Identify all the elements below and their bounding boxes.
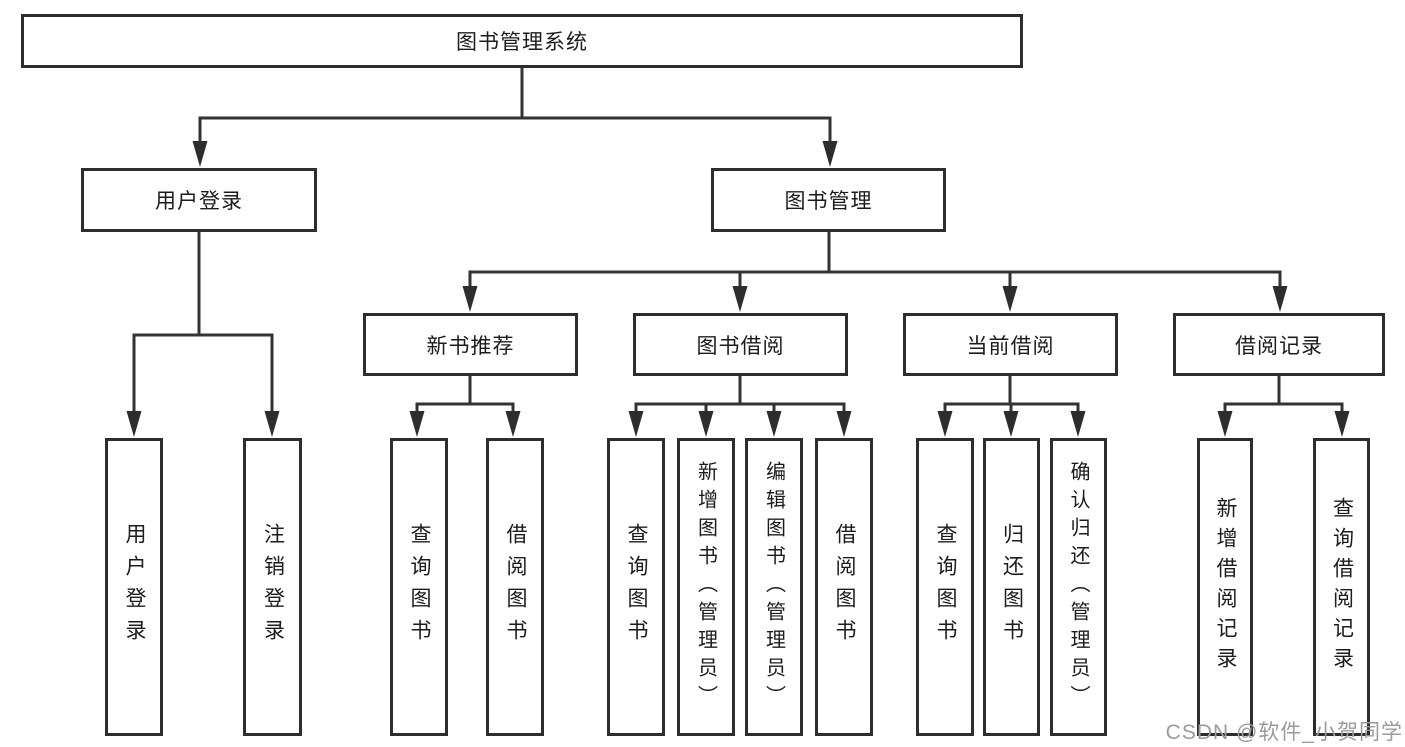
node-new-book-recommend: 新书推荐 (363, 313, 578, 376)
leaf-confirm-return-admin: 确认归还（管理员） (1050, 438, 1107, 736)
leaf-query-books-borrow: 查询图书 (607, 438, 665, 736)
arrowhead (937, 411, 953, 437)
arrowhead (505, 411, 521, 437)
node-book-management: 图书管理 (711, 168, 946, 232)
connector-records-to-leaves (1223, 376, 1344, 414)
watermark: CSDN @软件_小贺同学 (1165, 721, 1403, 744)
arrowhead (462, 286, 478, 312)
arrowhead (1070, 411, 1086, 437)
leaf-borrow-books: 借阅图书 (815, 438, 873, 736)
leaf-logout: 注销登录 (243, 438, 302, 736)
connector-root-to-level2 (198, 68, 832, 143)
arrowhead (1217, 411, 1233, 437)
leaf-user-login: 用户登录 (105, 438, 163, 736)
leaf-return-books: 归还图书 (983, 438, 1040, 736)
leaf-borrow-books-recommend: 借阅图书 (486, 438, 544, 736)
arrowhead (628, 411, 644, 437)
arrowhead (1334, 411, 1350, 437)
arrowhead (1272, 286, 1288, 312)
arrowhead (822, 141, 838, 167)
node-book-borrowing: 图书借阅 (633, 313, 848, 376)
node-borrowing-records: 借阅记录 (1173, 313, 1385, 376)
connector-newbook-to-leaves (415, 376, 515, 414)
connector-borrow-to-leaves (634, 376, 846, 414)
connector-bookmgmt-to-level3 (468, 232, 1282, 289)
leaf-query-borrow-record: 查询借阅记录 (1313, 438, 1370, 736)
node-current-borrowing: 当前借阅 (903, 313, 1118, 376)
leaf-query-books-current: 查询图书 (916, 438, 974, 736)
node-library-management-system: 图书管理系统 (21, 14, 1023, 68)
connector-login-to-leaves (132, 232, 274, 413)
leaf-add-borrow-record: 新增借阅记录 (1197, 438, 1253, 736)
arrowhead (836, 411, 852, 437)
connector-current-to-leaves (943, 376, 1080, 414)
leaf-query-books-recommend: 查询图书 (390, 438, 448, 736)
leaf-add-books-admin: 新增图书（管理员） (677, 438, 735, 736)
arrowhead (264, 411, 280, 437)
node-user-login: 用户登录 (81, 168, 317, 232)
leaf-edit-books-admin: 编辑图书（管理员） (745, 438, 803, 736)
arrowhead (126, 411, 142, 437)
arrowhead (1003, 411, 1019, 437)
arrowhead (766, 411, 782, 437)
arrowhead (192, 141, 208, 167)
arrowheads (126, 141, 1350, 437)
arrowhead (1002, 286, 1018, 312)
arrowhead (698, 411, 714, 437)
arrowhead (409, 411, 425, 437)
arrowhead (732, 286, 748, 312)
